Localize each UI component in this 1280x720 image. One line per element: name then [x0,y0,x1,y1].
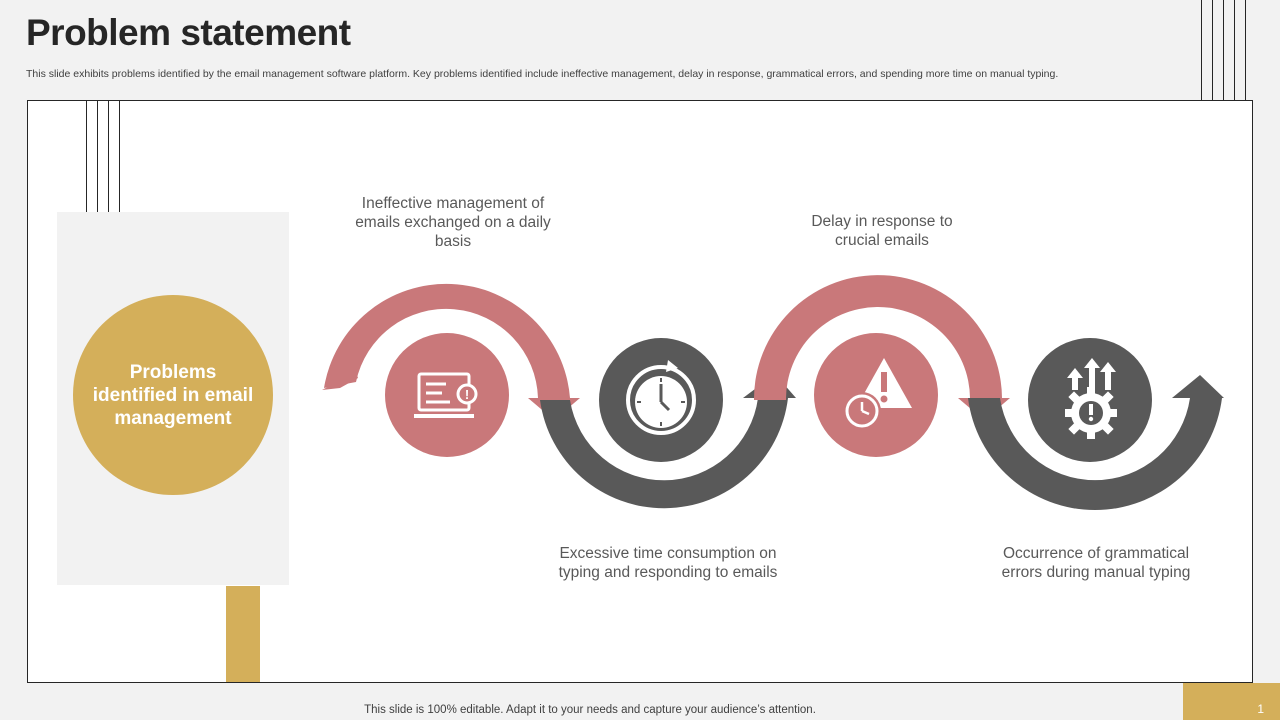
problem-2-label: Excessive time consumption on typing and… [558,545,778,581]
page-number: 1 [1257,702,1264,716]
problem-3-label: Delay in response to crucial emails [811,213,953,249]
arc-1-shape [324,283,570,398]
gear-arrows-alert-icon [1065,358,1117,439]
laptop-gear-alert-icon: ! [414,372,478,418]
decorative-lines-inner [86,100,146,212]
slide-footer: This slide is 100% editable. Adapt it to… [364,704,816,716]
clock-icon [626,360,696,435]
problem-1-circle [385,333,509,457]
arc-4-arrowhead [1172,375,1224,398]
warning-clock-icon [843,358,912,430]
central-topic-label: Problems identified in email management [92,361,254,429]
page-number-box: 1 [1183,683,1280,720]
problem-4-label: Occurrence of grammatical errors during … [1001,545,1191,581]
arc-3-shape [753,275,1002,400]
arc-2-shape [540,398,788,509]
problem-1-label: Ineffective management of emails exchang… [355,195,551,250]
arc-1-start-arrow [322,372,358,390]
gold-accent-bar [226,586,260,682]
slide-title: Problem statement [26,12,351,53]
central-topic-circle: Problems identified in email management [73,295,273,495]
decorative-lines-top [1201,0,1261,100]
svg-text:!: ! [465,387,469,402]
arc-4-shape [968,398,1222,511]
slide-subtitle: This slide exhibits problems identified … [26,68,1059,80]
